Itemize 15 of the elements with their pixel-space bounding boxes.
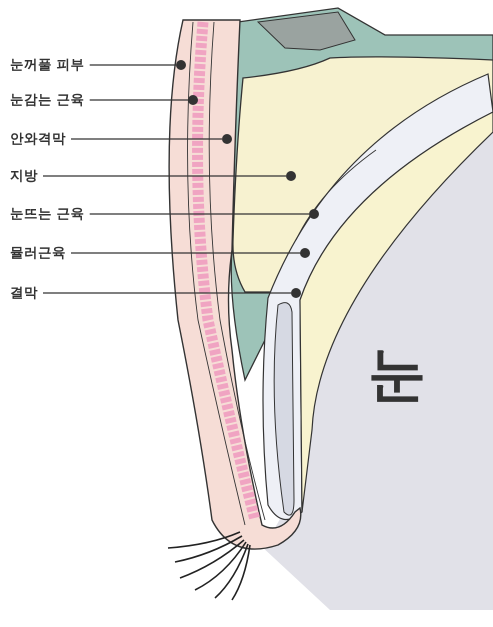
leader-line — [90, 64, 176, 66]
leader-line — [43, 175, 286, 177]
eye-label: 눈 — [368, 345, 426, 403]
leader-line — [90, 213, 309, 215]
part-label: 뮬러근육 — [10, 244, 66, 262]
part-label: 결막 — [10, 284, 38, 302]
part-label: 눈꺼풀 피부 — [10, 56, 85, 74]
leader-line — [90, 99, 188, 101]
part-label: 눈감는 근육 — [10, 91, 85, 109]
part-label: 눈뜨는 근육 — [10, 205, 85, 223]
leader-line — [43, 292, 291, 294]
part-label: 지방 — [10, 167, 38, 185]
leader-line — [71, 138, 222, 140]
part-label: 안와격막 — [10, 130, 66, 148]
leader-line — [71, 252, 300, 254]
